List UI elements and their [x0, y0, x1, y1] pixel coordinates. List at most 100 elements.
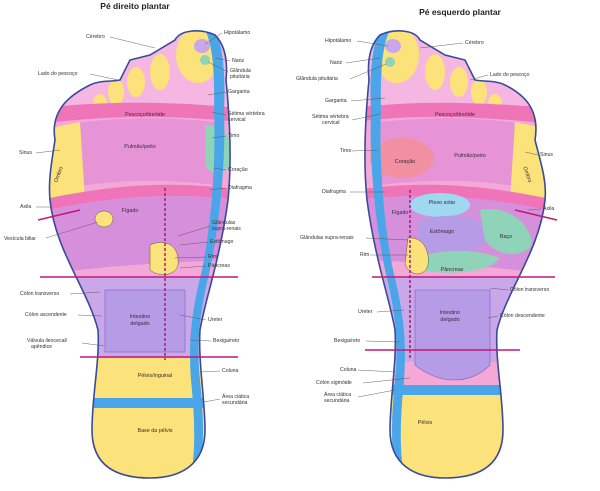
right-label-coracao: Coração — [228, 167, 248, 173]
left-zone-liver-label: Fígado — [392, 210, 409, 216]
left-solar-plexus-zone — [410, 193, 470, 217]
right-label-nariz: Nariz — [232, 58, 245, 64]
left-neck-band — [364, 102, 546, 124]
right-foot-outline — [48, 30, 231, 479]
right-lung-zone — [70, 118, 215, 188]
left-zone-stomach-label: Estômago — [430, 229, 454, 235]
right-label-setima-1: Sétima vértebra — [228, 111, 265, 117]
right-label-coluna: Coluna — [222, 368, 239, 374]
right-label-sinus: Sinus — [19, 150, 32, 156]
right-label-supra-2: supra-renais — [212, 226, 241, 232]
right-zone-shoulder-label: Ombro — [53, 166, 64, 184]
right-big-toe-zone — [176, 30, 220, 83]
left-label-area-1: Área ciática — [324, 391, 351, 398]
right-hypothalamus-zone — [194, 39, 210, 53]
right-foot-title: Pé direito plantar — [100, 1, 170, 11]
right-zone-lung-label: Pulmão/peito — [124, 144, 155, 150]
right-small-intestine-zone — [104, 289, 186, 353]
right-label-glandula-2: pituitária — [230, 74, 250, 80]
left-big-toe-zone — [375, 30, 419, 83]
left-label-hipotalamo: Hipotálamo — [325, 38, 351, 44]
right-label-valvula-1: Válvula ileocecal/ — [27, 338, 68, 344]
right-label-lado-pescoco: Lado do pescoço — [38, 71, 78, 77]
right-label-colon-ascendente: Cólon ascendente — [25, 312, 67, 318]
left-foot-outline — [364, 30, 547, 479]
left-label-diafragma: Diafragma — [322, 189, 346, 195]
left-kidney-zone — [404, 237, 429, 275]
right-label-diafragma: Diafragma — [228, 185, 252, 191]
left-spleen-zone — [480, 209, 532, 255]
left-label-ureter: Ureter — [358, 309, 373, 315]
right-zone-intestine-label-2: delgado — [130, 321, 149, 327]
left-diaphragm-line — [514, 209, 558, 221]
right-label-valvula-2: apêndice — [31, 344, 52, 350]
left-stomach-zone — [417, 215, 490, 254]
left-label-colon-descendente: Cólon descendente — [500, 313, 545, 319]
right-sciatic-band — [49, 398, 231, 408]
right-liver-zone — [49, 196, 231, 275]
right-heel-zone — [49, 408, 231, 478]
left-heart-zone — [370, 138, 434, 178]
right-toe4-zone — [108, 79, 124, 105]
right-pituitary-zone — [200, 55, 210, 65]
left-zone-pelvis-label: Pélvis — [418, 420, 433, 426]
left-zone-plexus-label: Plexo solar — [429, 200, 456, 206]
left-diaphragm-band — [364, 184, 546, 212]
right-label-vesicula: Vesícula biliar — [4, 236, 36, 242]
left-label-setima-2: cervical — [322, 120, 340, 126]
right-gallbladder-zone — [94, 210, 114, 228]
left-pituitary-zone — [385, 57, 395, 67]
left-zone-shoulder-label: Ombro — [521, 166, 532, 184]
right-label-pancreas: Pâncreas — [208, 263, 230, 269]
right-zone-liver-label: Fígado — [122, 208, 139, 214]
left-label-area-2: secundária — [324, 398, 349, 404]
left-hypothalamus-zone — [385, 39, 401, 53]
left-spine-strip — [370, 30, 405, 470]
right-label-supra-1: Glândulas — [212, 220, 236, 226]
right-zone-intestine-label-1: Intestino — [130, 314, 150, 320]
left-zone-lung-label: Pulmão/peito — [454, 153, 485, 159]
right-zone-heel-label: Base da pélvis — [137, 428, 172, 434]
left-label-colon-sigmoide: Cólon sigmóide — [316, 380, 352, 386]
left-sciatic-band — [364, 385, 546, 395]
right-label-bexiga: Bexiga/reto — [213, 338, 239, 344]
right-toe3-zone — [127, 67, 145, 97]
right-zone-pelvis-label: Pélvis/inguinal — [138, 373, 172, 379]
right-foot: Pé direito plantar Pescoço/tireóide Pulm… — [4, 1, 265, 479]
right-spine-strip — [190, 30, 225, 470]
right-callouts: Cérebro Hipotálamo Nariz Glândula pituit… — [4, 30, 265, 406]
right-label-area-2: secundária — [222, 400, 247, 406]
left-label-nariz: Nariz — [330, 60, 343, 66]
left-label-cerebro: Cérebro — [465, 40, 484, 46]
left-label-garganta: Garganta — [325, 98, 347, 104]
left-label-lado-pescoco: Lado do pescoço — [490, 72, 530, 78]
left-foot-title: Pé esquerdo plantar — [419, 7, 501, 17]
left-foot: Pé esquerdo plantar Pescoço/tireóide Cor… — [296, 7, 558, 479]
right-kidney-zone — [149, 242, 179, 275]
left-label-rim: Rim — [360, 252, 369, 258]
left-zone-neck-label: Pescoço/tireóide — [435, 112, 475, 118]
right-label-cerebro: Cérebro — [86, 34, 105, 40]
left-label-glandula: Glândula pituitária — [296, 76, 338, 82]
left-label-axila: Axila — [543, 206, 554, 212]
left-label-colon-transverso: Cólon transverso — [510, 287, 549, 293]
right-label-estomago: Estômago — [210, 239, 233, 245]
right-label-area-1: Área ciática — [222, 393, 249, 400]
right-diaphragm-band — [49, 184, 231, 212]
left-zone-spleen-label: Baço — [500, 234, 512, 240]
right-label-setima-2: cervical — [228, 117, 246, 123]
left-pancreas-zone — [420, 250, 500, 273]
left-callouts: Hipotálamo Cérebro Nariz Glândula pituit… — [296, 38, 554, 404]
right-label-glandula-1: Glândula — [230, 68, 251, 74]
right-label-hipotalamo: Hipotálamo — [224, 30, 250, 36]
left-label-timo: Timo — [340, 148, 351, 154]
left-heel-zone — [364, 395, 546, 478]
right-label-rim: Rim — [208, 254, 217, 260]
left-small-intestine-zone — [414, 289, 491, 381]
right-neck-band — [49, 102, 231, 124]
left-zone-intestine-label-2: delgado — [440, 317, 459, 323]
left-zone-intestine-label-1: Intestino — [440, 310, 460, 316]
left-label-bexiga: Bexiga/reto — [334, 338, 360, 344]
right-label-ureter: Ureter — [208, 317, 223, 323]
